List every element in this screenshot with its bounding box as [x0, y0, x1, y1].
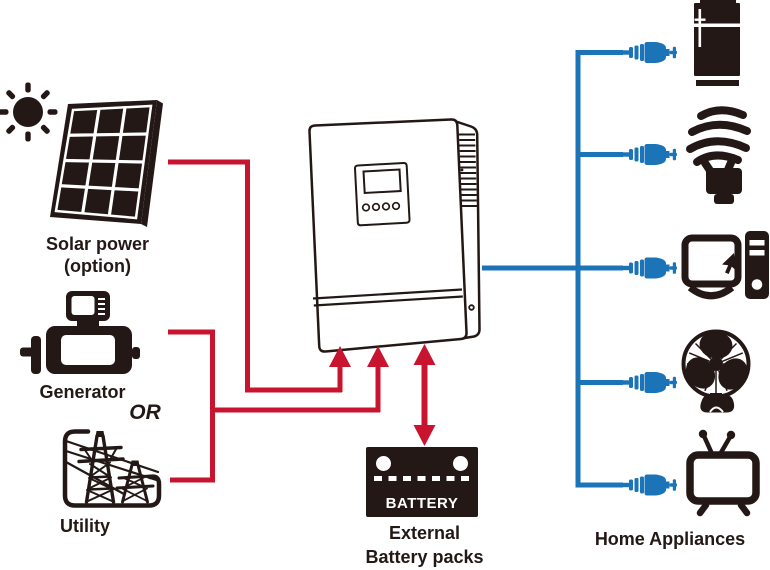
inverter-icon	[308, 118, 481, 353]
solar-label: Solar power (option)	[15, 233, 180, 277]
solar-panel-icon	[50, 100, 163, 227]
refrigerator-icon	[694, 0, 740, 86]
cfl-bulb-icon	[686, 106, 751, 204]
inverter-battery-double-arrow	[413, 344, 436, 446]
battery-dashes	[374, 476, 470, 481]
battery-terminal	[453, 456, 468, 471]
inverter-vent-slats	[459, 133, 477, 207]
solar-to-inverter-line	[168, 159, 351, 393]
inverter-to-appliances-lines	[482, 50, 623, 488]
generator-icon	[20, 291, 140, 374]
battery-caption-line1: External	[388, 523, 461, 543]
battery-caption: External Battery packs	[352, 521, 497, 569]
utility-towers-icon	[62, 429, 162, 508]
battery-terminal	[376, 456, 391, 471]
power-plug-icon	[620, 257, 677, 279]
battery-caption-line2: Battery packs	[365, 547, 484, 567]
or-label: OR	[129, 401, 161, 424]
home-appliances-label: Home Appliances	[594, 529, 746, 549]
power-plug-icon	[620, 144, 677, 165]
red-arrowhead-up	[413, 344, 436, 365]
red-arrowhead	[367, 346, 389, 367]
inverter-display-panel	[353, 161, 411, 227]
battery-icon: BATTERY	[366, 447, 478, 517]
computer-icon	[681, 231, 769, 300]
utility-label: Utility	[59, 516, 110, 536]
power-plug-icon	[620, 372, 677, 393]
generator-label: Generator	[39, 382, 126, 402]
power-plug-icon	[620, 42, 677, 63]
red-arrowhead	[329, 346, 351, 367]
tv-icon	[686, 429, 760, 517]
power-plug-icon	[620, 474, 677, 496]
solar-label-line1: Solar power	[45, 234, 150, 254]
inverter-bottom-band	[312, 288, 463, 307]
generator-utility-to-inverter-line	[168, 329, 389, 483]
solar-label-line2: (option)	[64, 256, 131, 276]
sun-icon	[0, 82, 58, 142]
fan-icon	[681, 329, 751, 413]
cursor-icon	[722, 253, 737, 274]
battery-label: BATTERY	[385, 495, 459, 512]
fan-blades	[685, 331, 748, 390]
red-arrowhead-down	[413, 425, 436, 446]
